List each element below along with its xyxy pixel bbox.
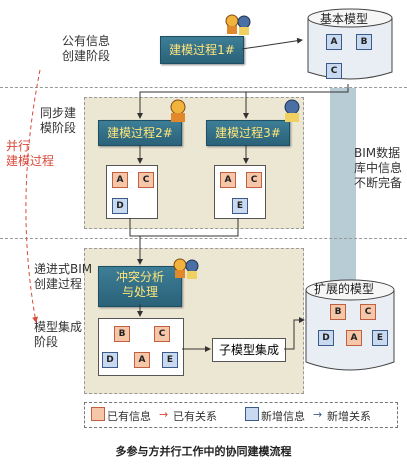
node-c-extended: C bbox=[360, 304, 376, 320]
user-avatar-1 bbox=[224, 12, 251, 35]
figure-caption: 多参与方并行工作中的协同建模流程 bbox=[115, 445, 292, 458]
submodel-box[interactable]: 子模型集成 bbox=[212, 338, 286, 362]
node-c-merged: C bbox=[154, 326, 170, 342]
conflict-box[interactable]: 冲突分析 与处理 bbox=[98, 266, 182, 307]
legend-new-info: 新增信息 bbox=[261, 410, 305, 423]
node-c-doc3: C bbox=[246, 172, 262, 188]
legend-existing-info-swatch bbox=[91, 407, 105, 421]
bim-growth-arrow bbox=[330, 88, 356, 288]
stage-label-sync: 同步建 模阶段 bbox=[40, 106, 77, 135]
node-b-merged: B bbox=[114, 326, 130, 342]
node-b-extended: B bbox=[330, 304, 346, 320]
legend-new-info-swatch bbox=[245, 407, 259, 421]
process-label-3: 建模过程3# bbox=[215, 126, 281, 140]
legend-existing-rel: 已有关系 bbox=[173, 410, 217, 423]
basic-model-label: 基本模型 bbox=[320, 12, 369, 26]
node-a-doc3: A bbox=[220, 172, 236, 188]
bim-note: BIM数据 库中信息 不断完备 bbox=[354, 146, 403, 190]
node-a-extended: A bbox=[346, 330, 362, 346]
conflict-label: 冲突分析 与处理 bbox=[115, 270, 164, 299]
node-b-basic: B bbox=[356, 34, 372, 50]
node-a-merged: A bbox=[134, 352, 150, 368]
node-d-doc2: D bbox=[112, 198, 128, 214]
process-box-2[interactable]: 建模过程2# bbox=[98, 120, 182, 146]
stage-label-integration: 模型集成 阶段 bbox=[34, 320, 83, 349]
node-e-doc3: E bbox=[232, 198, 248, 214]
node-e-extended: E bbox=[372, 330, 388, 346]
node-e-merged: E bbox=[162, 352, 178, 368]
user-avatar-2 bbox=[166, 99, 188, 122]
node-d-merged: D bbox=[102, 352, 118, 368]
process-box-1[interactable]: 建模过程1# bbox=[160, 36, 244, 64]
node-c-basic: C bbox=[326, 63, 342, 79]
stage-divider-1 bbox=[0, 87, 407, 88]
legend-existing-rel-arrow: → bbox=[159, 408, 169, 421]
node-d-extended: D bbox=[318, 330, 334, 346]
process-label-2: 建模过程2# bbox=[107, 126, 173, 140]
legend-new-rel-arrow: → bbox=[313, 408, 323, 421]
node-a-doc2: A bbox=[112, 172, 128, 188]
process-label-1: 建模过程1# bbox=[169, 43, 235, 57]
stage-label-incremental: 递进式BIM 创建过程 bbox=[34, 262, 93, 291]
node-c-doc2: C bbox=[138, 172, 154, 188]
node-a-basic: A bbox=[326, 34, 342, 50]
stage-label-public: 公有信息 创建阶段 bbox=[62, 34, 111, 63]
user-avatar-4 bbox=[172, 256, 199, 279]
parallel-label: 并行 建模过程 bbox=[6, 139, 55, 168]
legend: 已有信息 → 已有关系 新增信息 → 新增关系 bbox=[84, 402, 398, 428]
submodel-label: 子模型集成 bbox=[218, 343, 279, 357]
stage-divider-2 bbox=[0, 238, 407, 239]
legend-new-rel: 新增关系 bbox=[327, 410, 371, 423]
extended-model-label: 扩展的模型 bbox=[314, 282, 375, 296]
legend-existing-info: 已有信息 bbox=[107, 410, 151, 423]
user-avatar-3 bbox=[280, 99, 302, 122]
process-box-3[interactable]: 建模过程3# bbox=[206, 120, 290, 146]
